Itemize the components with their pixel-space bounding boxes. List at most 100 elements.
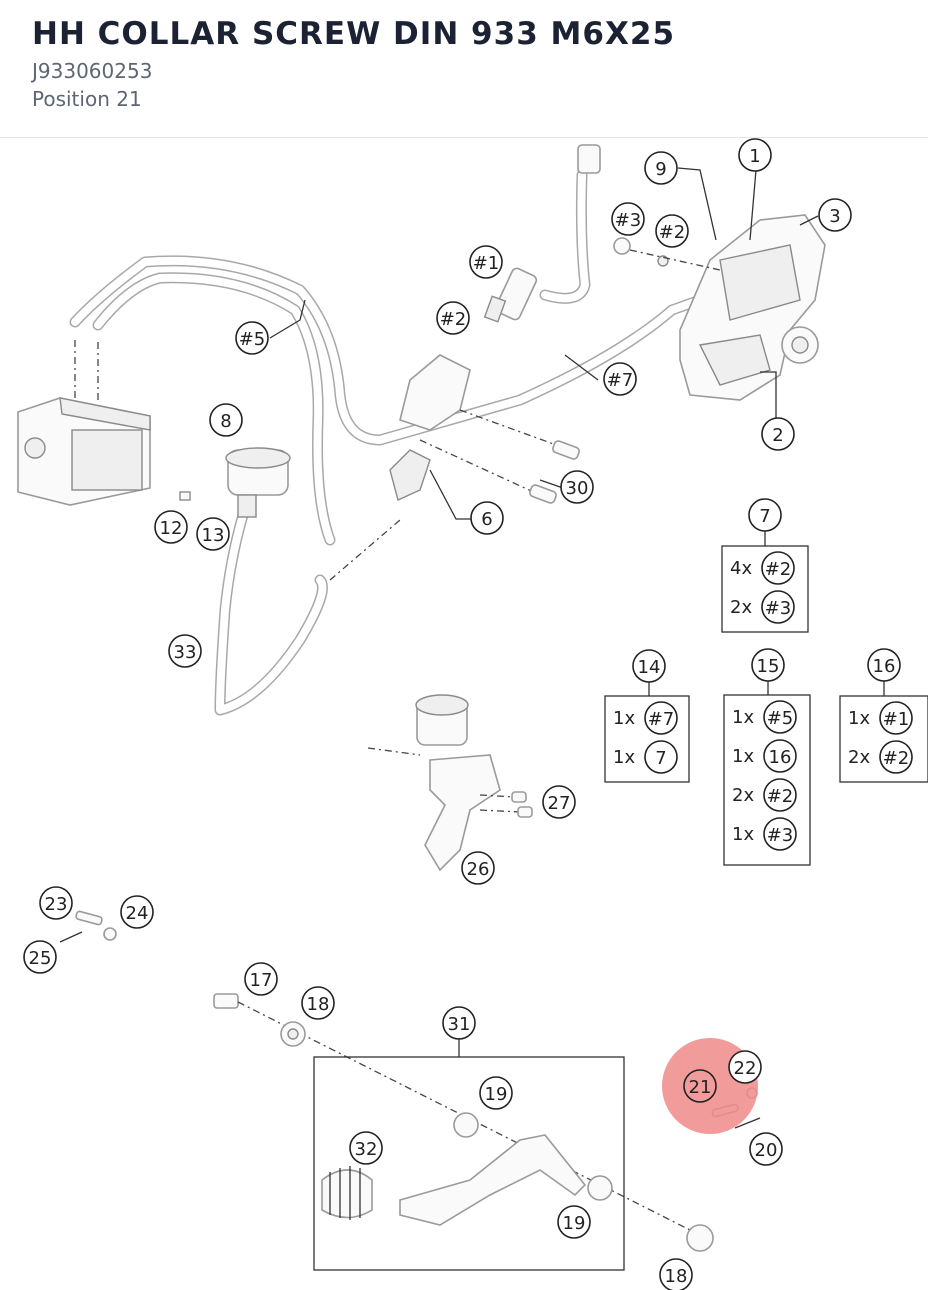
callout-label: 16 [769, 747, 792, 768]
kit-ref[interactable]: #3 [761, 590, 795, 624]
callout-label: 32 [355, 1139, 378, 1160]
callout-20[interactable]: 20 [749, 1132, 783, 1166]
callout-13[interactable]: 13 [196, 517, 230, 551]
callout-18[interactable]: 18 [301, 986, 335, 1020]
callout-17[interactable]: 17 [244, 962, 278, 996]
callout-31[interactable]: 31 [442, 1006, 476, 1040]
callout-hash-1[interactable]: #1 [469, 245, 503, 279]
callout-24[interactable]: 24 [120, 895, 154, 929]
callout-19[interactable]: 19 [557, 1205, 591, 1239]
kit-ref[interactable]: #1 [879, 701, 913, 735]
brake-lines [69, 144, 706, 716]
callout-label: 6 [481, 509, 492, 530]
callout-circle [763, 739, 797, 773]
kit-ref[interactable]: 7 [644, 740, 678, 774]
callout-circle [867, 648, 901, 682]
callout-circle [763, 778, 797, 812]
callout-32[interactable]: 32 [349, 1131, 383, 1165]
callout-19[interactable]: 19 [479, 1076, 513, 1110]
callout-25[interactable]: 25 [23, 940, 57, 974]
callout-label: 8 [220, 411, 231, 432]
kit-qty: 1x [732, 707, 754, 728]
callout-hash-7[interactable]: #7 [603, 362, 637, 396]
kit-qty: 4x [730, 558, 752, 579]
callout-label: #1 [473, 253, 500, 274]
callout-label: 23 [45, 894, 68, 915]
callout-label: #3 [615, 210, 642, 231]
callout-hash-2[interactable]: #2 [436, 301, 470, 335]
callout-circle [655, 214, 689, 248]
callout-label: #2 [440, 309, 467, 330]
callout-21[interactable]: 21 [683, 1069, 717, 1103]
kit-qty: 1x [732, 824, 754, 845]
callout-circle [728, 1050, 762, 1084]
callout-27[interactable]: 27 [542, 785, 576, 819]
callout-circle [470, 501, 504, 535]
kit-ref[interactable]: #7 [644, 701, 678, 735]
callout-33[interactable]: 33 [168, 634, 202, 668]
callout-circle [542, 785, 576, 819]
kit-ref[interactable]: #3 [763, 817, 797, 851]
callout-circle [209, 403, 243, 437]
kit-ref[interactable]: #2 [763, 778, 797, 812]
callout-label: 25 [29, 948, 52, 969]
callout-hash-2[interactable]: #2 [655, 214, 689, 248]
callout-circle [611, 202, 645, 236]
callout-circle [301, 986, 335, 1020]
callout-14[interactable]: 14 [632, 649, 666, 683]
callout-15[interactable]: 15 [751, 648, 785, 682]
kit-ref[interactable]: 16 [763, 739, 797, 773]
callout-hash-5[interactable]: #5 [235, 321, 269, 355]
rear-master-cylinder [367, 694, 533, 872]
callout-18[interactable]: 18 [659, 1258, 693, 1290]
callout-circle [39, 886, 73, 920]
callout-circle [469, 245, 503, 279]
kit-7: 4x#22x#3 [721, 531, 809, 633]
callout-label: 12 [160, 518, 183, 539]
callout-circle [749, 1132, 783, 1166]
callout-circle [23, 940, 57, 974]
callout-2[interactable]: 2 [761, 417, 795, 451]
callout-3[interactable]: 3 [818, 198, 852, 232]
callout-label: 13 [202, 525, 225, 546]
exploded-parts-diagram: .part { fill:#fafafa; stroke:#9a9a9a; st… [17, 138, 928, 1290]
callout-circle [244, 962, 278, 996]
kit-ref[interactable]: #2 [761, 551, 795, 585]
callout-label: 31 [448, 1014, 471, 1035]
callout-label: 20 [755, 1140, 778, 1161]
callout-12[interactable]: 12 [154, 510, 188, 544]
callout-label: 27 [548, 793, 571, 814]
callout-circle [479, 1076, 513, 1110]
callout-30[interactable]: 30 [560, 470, 594, 504]
header: HH COLLAR SCREW DIN 933 M6X25 J933060253… [0, 0, 928, 138]
callout-label: 7 [759, 506, 770, 527]
callout-7[interactable]: 7 [748, 498, 782, 532]
callout-6[interactable]: 6 [470, 501, 504, 535]
callout-circle [761, 551, 795, 585]
callout-circle [763, 700, 797, 734]
callout-23[interactable]: 23 [39, 886, 73, 920]
callout-circle [235, 321, 269, 355]
kit-qty: 1x [613, 747, 635, 768]
callout-16[interactable]: 16 [867, 648, 901, 682]
callout-8[interactable]: 8 [209, 403, 243, 437]
callout-label: #2 [765, 559, 792, 580]
callout-9[interactable]: 9 [644, 151, 678, 185]
callout-26[interactable]: 26 [461, 851, 495, 885]
callout-circle [349, 1131, 383, 1165]
callout-circle [738, 138, 772, 172]
callout-label: 18 [307, 994, 330, 1015]
kit-ref[interactable]: #5 [763, 700, 797, 734]
kit-ref[interactable]: #2 [879, 740, 913, 774]
callout-label: 16 [873, 656, 896, 677]
callout-label: 22 [734, 1058, 757, 1079]
callout-circle [632, 649, 666, 683]
callout-1[interactable]: 1 [738, 138, 772, 172]
callout-label: 19 [485, 1084, 508, 1105]
kit-qty: 2x [732, 785, 754, 806]
callout-hash-3[interactable]: #3 [611, 202, 645, 236]
callout-label: #5 [767, 708, 794, 729]
callout-22[interactable]: 22 [728, 1050, 762, 1084]
callout-label: 21 [689, 1077, 712, 1098]
